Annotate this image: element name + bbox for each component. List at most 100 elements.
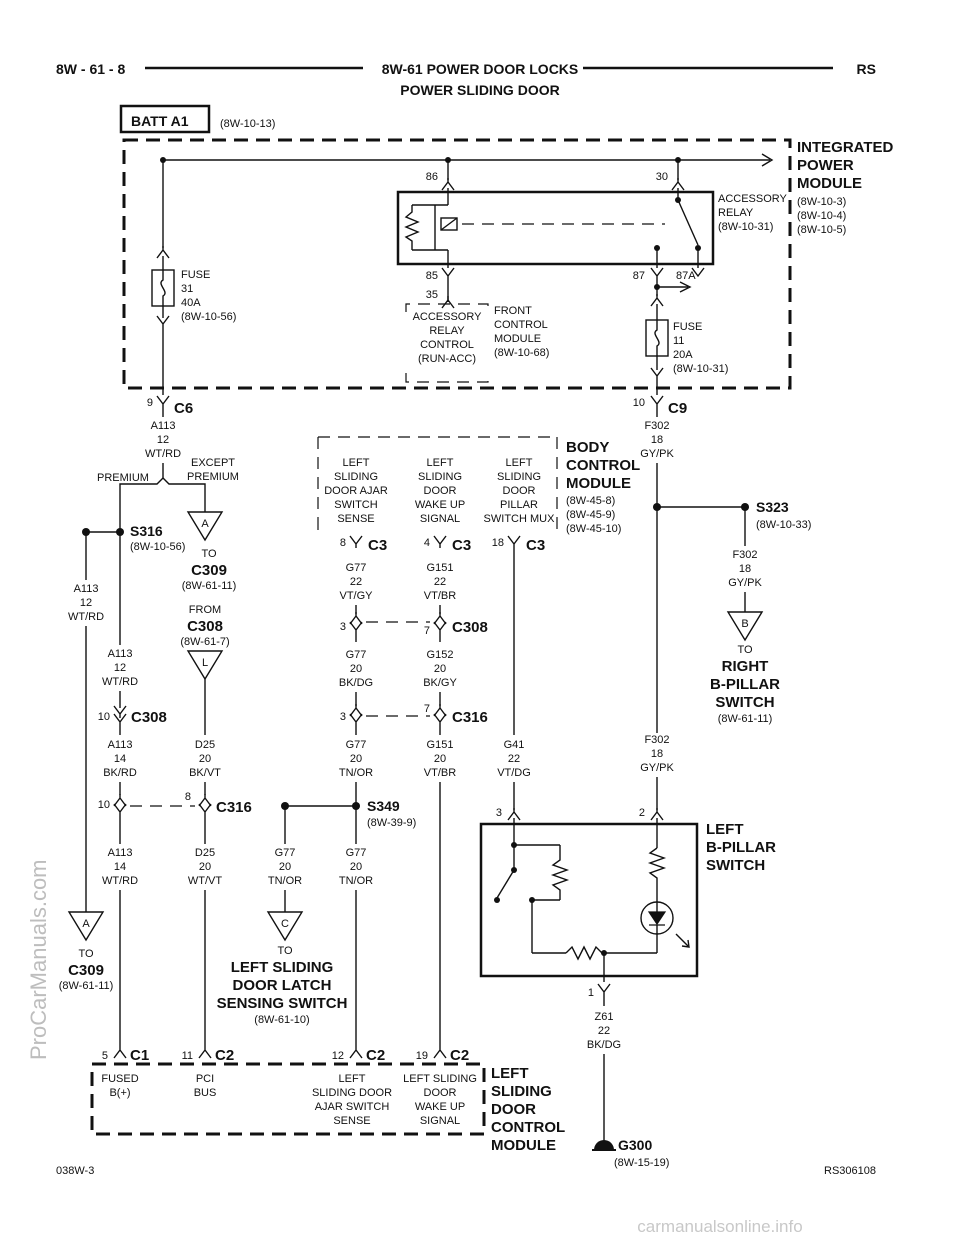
svg-text:SLIDING: SLIDING xyxy=(497,471,541,483)
wire-g151-20: G151 20 VT/BR xyxy=(424,739,456,779)
svg-text:RIGHT: RIGHT xyxy=(722,658,769,675)
link-c xyxy=(266,911,304,942)
link-l xyxy=(186,650,224,681)
g300-ground: G300 xyxy=(618,1137,652,1153)
c316-left-connector: C316 xyxy=(216,799,252,816)
svg-text:WT/VT: WT/VT xyxy=(188,875,222,887)
svg-text:A113: A113 xyxy=(151,420,176,432)
wire-g151-22: G151 22 VT/BR xyxy=(424,562,456,602)
bpillar-switch-box xyxy=(479,822,699,978)
svg-text:EXCEPT: EXCEPT xyxy=(191,457,235,469)
svg-text:SWITCH: SWITCH xyxy=(334,499,377,511)
sdcm-c2-pin-19: 19 xyxy=(416,1050,428,1062)
svg-text:DOOR: DOOR xyxy=(491,1101,536,1118)
svg-text:GY/PK: GY/PK xyxy=(640,448,674,460)
header: 8W - 61 - 8 8W-61 POWER DOOR LOCKS POWER… xyxy=(56,61,876,98)
svg-text:DOOR AJAR: DOOR AJAR xyxy=(324,485,388,497)
ground-symbol xyxy=(592,1140,616,1151)
svg-text:FUSE: FUSE xyxy=(181,269,210,281)
sdcm-func-pci: PCI BUS xyxy=(194,1073,217,1099)
relay-coil xyxy=(404,188,665,268)
link-b-ref: (8W-61-11) xyxy=(718,713,773,725)
relay-pin-87: 87 xyxy=(633,270,645,282)
svg-text:(8W-10-31): (8W-10-31) xyxy=(718,221,773,233)
svg-text:TN/OR: TN/OR xyxy=(339,875,373,887)
s349-ref: (8W-39-9) xyxy=(367,817,416,829)
svg-text:20: 20 xyxy=(350,753,362,765)
svg-text:VT/BR: VT/BR xyxy=(424,767,456,779)
relay-label: ACCESSORY RELAY (8W-10-31) xyxy=(718,193,788,233)
svg-text:PILLAR: PILLAR xyxy=(500,499,538,511)
link-b xyxy=(726,611,764,642)
fuse-31-label: FUSE 31 40A (8W-10-56) xyxy=(181,269,236,323)
svg-text:G151: G151 xyxy=(427,739,454,751)
bpillar-internal-circuit xyxy=(494,818,690,982)
c316-mid-connector: C316 xyxy=(452,709,488,726)
wire-d25-wtvt: D25 20 WT/VT xyxy=(188,847,222,887)
svg-text:RELAY: RELAY xyxy=(718,207,754,219)
sdcm-c2-connector-b: C2 xyxy=(366,1047,385,1064)
svg-text:CONTROL: CONTROL xyxy=(491,1119,565,1136)
wire-z61: Z61 22 BK/DG xyxy=(587,1011,621,1051)
svg-text:A113: A113 xyxy=(74,583,99,595)
batt-ref: (8W-10-13) xyxy=(220,118,275,130)
page-number: 8W - 61 - 8 xyxy=(56,61,125,77)
svg-text:40A: 40A xyxy=(181,297,201,309)
svg-text:18: 18 xyxy=(651,748,663,760)
sdcm-func-fused: FUSED B(+) xyxy=(101,1073,138,1099)
c3-connector-b: C3 xyxy=(452,537,471,554)
svg-text:LEFT: LEFT xyxy=(706,821,744,838)
svg-text:SLIDING DOOR: SLIDING DOOR xyxy=(312,1087,392,1099)
svg-text:BK/VT: BK/VT xyxy=(189,767,221,779)
c9-connector: C9 xyxy=(668,400,687,417)
svg-text:LEFT: LEFT xyxy=(339,1073,366,1085)
svg-text:F302: F302 xyxy=(644,420,669,432)
svg-text:FUSED: FUSED xyxy=(101,1073,138,1085)
svg-text:WAKE UP: WAKE UP xyxy=(415,499,465,511)
svg-text:DOOR: DOOR xyxy=(424,1087,457,1099)
svg-text:20A: 20A xyxy=(673,349,693,361)
svg-text:20: 20 xyxy=(199,753,211,765)
svg-text:SIGNAL: SIGNAL xyxy=(420,513,460,525)
svg-text:LEFT: LEFT xyxy=(427,457,454,469)
fcm-label: FRONT CONTROL MODULE (8W-10-68) xyxy=(494,305,549,359)
svg-text:LEFT: LEFT xyxy=(491,1065,529,1082)
svg-text:12: 12 xyxy=(114,662,126,674)
link-l-ref: (8W-61-7) xyxy=(180,636,229,648)
page-title: 8W-61 POWER DOOR LOCKS xyxy=(382,61,579,77)
link-b-to: TO xyxy=(737,644,753,656)
relay-pin-30: 30 xyxy=(656,171,668,183)
c308-left-connector: C308 xyxy=(131,709,167,726)
link-c-name: LEFT SLIDING DOOR LATCH SENSING SWITCH xyxy=(217,959,348,1012)
svg-text:PREMIUM: PREMIUM xyxy=(187,471,239,483)
c308-mid-connector: C308 xyxy=(452,619,488,636)
svg-text:22: 22 xyxy=(434,576,446,588)
svg-text:AJAR SWITCH: AJAR SWITCH xyxy=(315,1101,390,1113)
svg-text:20: 20 xyxy=(434,663,446,675)
sdcm-c2-connector-a: C2 xyxy=(215,1047,234,1064)
fuse-11-label: FUSE 11 20A (8W-10-31) xyxy=(673,321,728,375)
svg-text:WT/RD: WT/RD xyxy=(68,611,104,623)
svg-text:(8W-10-3): (8W-10-3) xyxy=(797,196,846,208)
link-a-top-ref: (8W-61-11) xyxy=(182,580,237,592)
link-c-letter: C xyxy=(281,918,289,930)
svg-text:SWITCH: SWITCH xyxy=(715,694,774,711)
svg-text:INTEGRATED: INTEGRATED xyxy=(797,139,894,156)
svg-text:A113: A113 xyxy=(108,739,133,751)
svg-text:B-PILLAR: B-PILLAR xyxy=(706,839,776,856)
svg-text:31: 31 xyxy=(181,283,193,295)
sdcm-c1-pin: 5 xyxy=(102,1050,108,1062)
svg-text:(RUN-ACC): (RUN-ACC) xyxy=(418,353,476,365)
svg-text:LEFT SLIDING: LEFT SLIDING xyxy=(231,959,334,976)
svg-text:G77: G77 xyxy=(346,847,367,859)
relay-pin-87a: 87A xyxy=(676,270,696,282)
svg-text:G152: G152 xyxy=(427,649,454,661)
svg-text:B(+): B(+) xyxy=(109,1087,130,1099)
svg-text:BK/DG: BK/DG xyxy=(339,677,373,689)
link-a-bottom xyxy=(67,911,105,942)
svg-text:(8W-10-68): (8W-10-68) xyxy=(494,347,549,359)
svg-text:SENSING SWITCH: SENSING SWITCH xyxy=(217,995,348,1012)
c3-pin-8: 8 xyxy=(340,537,346,549)
svg-text:WAKE UP: WAKE UP xyxy=(415,1101,465,1113)
svg-text:G77: G77 xyxy=(346,649,367,661)
